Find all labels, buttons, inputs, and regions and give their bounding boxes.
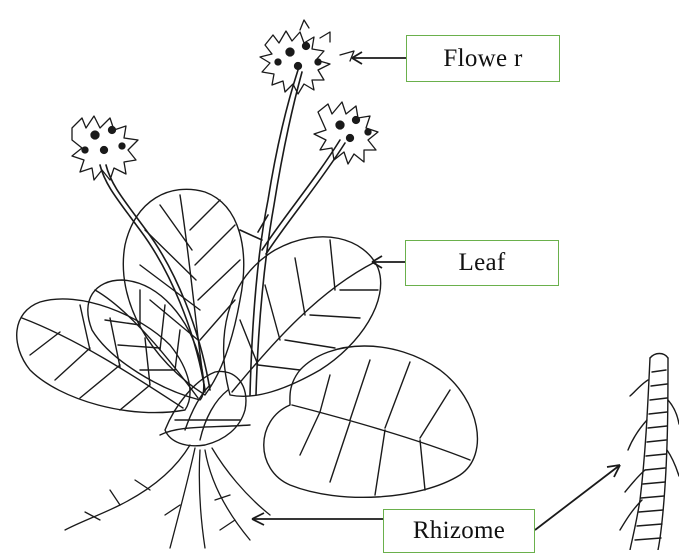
- pointer-rhizome-left: [252, 513, 383, 525]
- leaf-bottom-right: [264, 346, 478, 497]
- leaf-label: Leaf: [405, 240, 559, 286]
- flower-label-text: Flowe r: [443, 45, 522, 73]
- flower-cluster-right: [314, 102, 378, 164]
- plant-crown: [160, 371, 250, 445]
- roots: [65, 445, 270, 548]
- leaf-label-text: Leaf: [459, 249, 506, 277]
- flower-cluster-top: [260, 20, 354, 94]
- leaf-right-large: [224, 237, 381, 396]
- rhizome-label-text: Rhizome: [413, 517, 505, 545]
- rhizome-drawing: [620, 354, 679, 551]
- rhizome-label: Rhizome: [383, 509, 535, 553]
- flower-cluster-left: [72, 116, 138, 180]
- pointer-rhizome-right: [535, 465, 620, 530]
- flower-label: Flowe r: [406, 35, 560, 82]
- leaf-top-center: [123, 189, 243, 395]
- pointer-flower: [352, 52, 406, 64]
